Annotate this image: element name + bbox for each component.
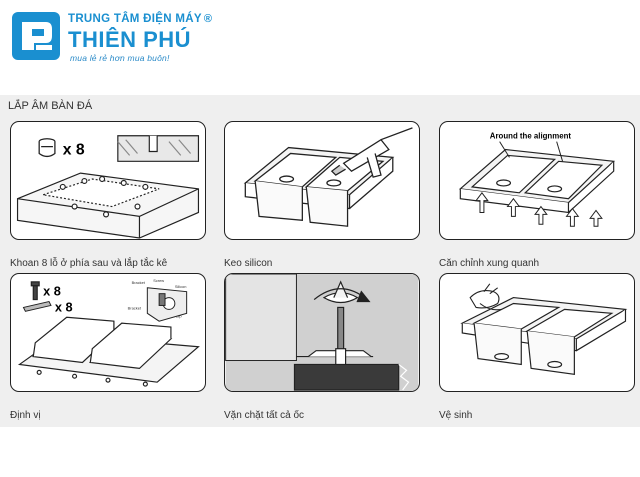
step-4-qty-screws: x 8 [43,284,61,299]
brand-logo-icon [12,12,60,60]
step-4-illustration: x 8 x 8 Bracket Screw Silicon Bracket Si… [10,273,206,392]
brand-slogan: mua lẻ rẻ hơn mua buôn! [70,53,170,63]
step-5-illustration [224,273,420,392]
step-6-illustration [439,273,635,392]
section-title: LẮP ÂM BÀN ĐÁ [8,100,93,112]
callout-screw: Screw [153,278,164,283]
silicone-gun-icon [330,127,413,178]
callout-bracket: Bracket [132,280,146,285]
screwdriver-icon [322,280,359,366]
step-4-qty-brackets: x 8 [55,299,73,314]
step-3-caption: Căn chỉnh xung quanh [439,258,540,269]
step-6-caption: Vệ sinh [439,410,473,421]
callout-silicon: Silicon [175,284,187,289]
rotate-arrow-icon [313,288,371,303]
site-header: TRUNG TÂM ĐIỆN MÁY® THIÊN PHÚ mua lẻ rẻ … [0,0,640,76]
alignment-annotation: Around the alignment [490,132,572,141]
step-1-qty: x 8 [63,141,85,158]
step-1-illustration: x 8 [10,121,206,240]
brand-tagline: TRUNG TÂM ĐIỆN MÁY® [68,13,213,25]
clip-detail-drawing [146,287,188,322]
screw-icon [30,281,40,301]
cleaning-hand-icon [469,283,502,311]
step-4-caption: Định vị [10,410,41,421]
step-2-illustration [224,121,420,240]
callout-bracket-2: Bracket [128,305,142,310]
sink-drawing [460,296,628,375]
countertop-drawing [16,172,200,239]
push-arrow-icons [475,191,603,227]
step-1-caption: Khoan 8 lỗ ở phía sau và lắp tắc kê [10,258,168,269]
step-3-illustration: Around the alignment [439,121,635,240]
step-2-caption: Keo silicon [224,258,273,269]
step-5-caption: Vặn chặt tất cả ốc [224,410,305,421]
drill-section-icon [117,135,200,162]
sink-drawing [17,316,200,387]
anchor-plug-icon [38,138,56,158]
leader-lines [499,141,564,162]
bracket-icon [22,300,52,312]
brand-name: THIÊN PHÚ [68,27,192,52]
